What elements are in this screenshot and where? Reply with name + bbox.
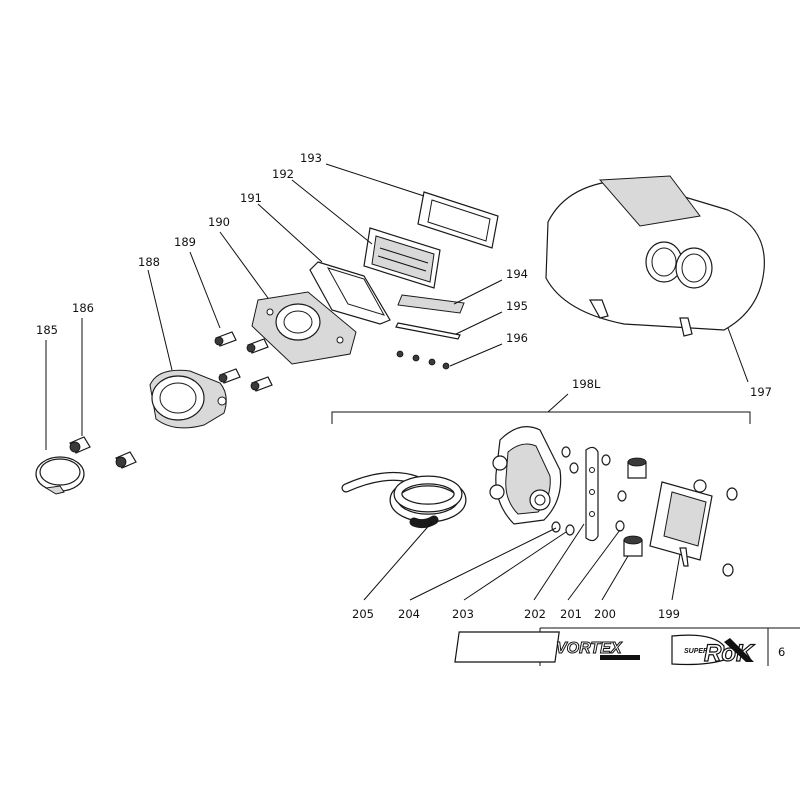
callout-202: 202 <box>524 607 546 621</box>
title-block: VORTEX SUPER RoK 6 <box>454 627 800 668</box>
parts-202-204-nuts-washers <box>551 446 627 536</box>
part-205-fuel-hose <box>341 471 467 529</box>
part-186-screw <box>69 436 91 454</box>
callout-198L: 198L <box>572 377 601 391</box>
callout-193: 193 <box>300 151 322 165</box>
callout-203: 203 <box>452 607 474 621</box>
callout-185: 185 <box>36 323 58 337</box>
leader-lines <box>45 163 749 601</box>
part-196-screws <box>396 350 450 370</box>
vortex-logo: VORTEX <box>454 631 640 663</box>
callout-186: 186 <box>72 301 94 315</box>
callout-205: 205 <box>352 607 374 621</box>
callout-labels: 185 186 188 189 190 191 192 193 194 195 … <box>36 151 772 621</box>
callout-197: 197 <box>750 385 772 399</box>
callout-189: 189 <box>174 235 196 249</box>
callout-195: 195 <box>506 299 528 313</box>
callout-192: 192 <box>272 167 294 181</box>
callout-204: 204 <box>398 607 420 621</box>
logo-right-small-text: SUPER <box>684 648 708 655</box>
part-200-rubber-mounts <box>623 457 647 557</box>
callout-190: 190 <box>208 215 230 229</box>
callout-191: 191 <box>240 191 262 205</box>
callout-194: 194 <box>506 267 528 281</box>
part-197-airbox <box>545 175 765 337</box>
callout-201: 201 <box>560 607 582 621</box>
page-number: 6 <box>778 645 785 659</box>
group-198L-bracket <box>331 411 751 424</box>
part-192-reed-cage <box>363 227 441 289</box>
part-190-adapter <box>251 291 357 365</box>
part-185-hose-clamp <box>35 456 85 495</box>
part-194-reed-petal <box>397 294 465 314</box>
part-191-gasket <box>309 261 391 325</box>
part-199-filter-housing <box>649 479 738 577</box>
callout-200: 200 <box>594 607 616 621</box>
logo-left-text: VORTEX <box>556 640 623 657</box>
super-rok-logo: SUPER RoK <box>671 634 756 668</box>
callout-188: 188 <box>138 255 160 269</box>
callout-196: 196 <box>506 331 528 345</box>
part-188-manifold <box>149 369 227 429</box>
part-201-plate <box>585 446 599 542</box>
part-screw-lower <box>115 451 137 469</box>
part-195-reed-stop <box>395 322 461 340</box>
part-193-gasket <box>417 191 499 249</box>
callout-199: 199 <box>658 607 680 621</box>
part-189-bolts <box>214 331 273 392</box>
part-fuel-pump <box>489 426 562 525</box>
